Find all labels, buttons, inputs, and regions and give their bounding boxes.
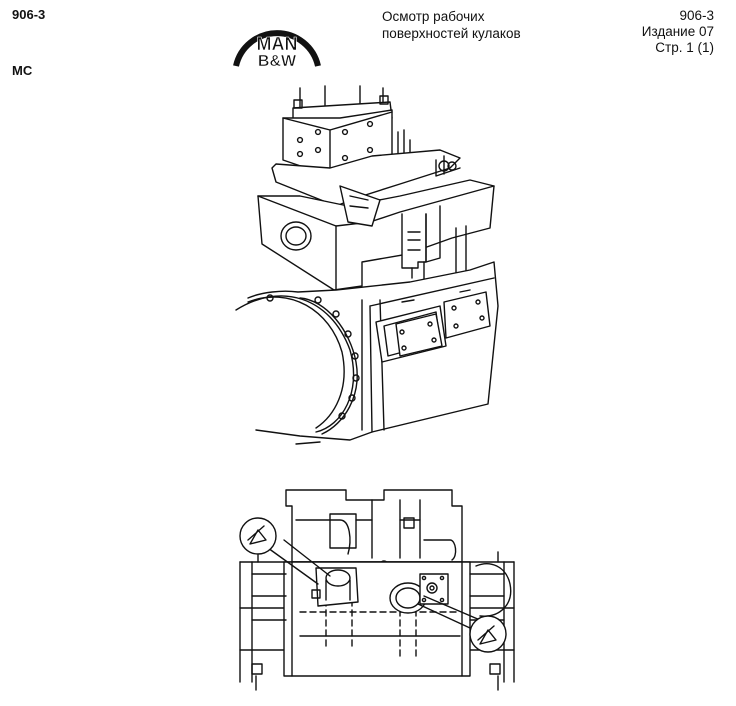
logo-line1: MAN bbox=[257, 34, 298, 54]
engine-type: MC bbox=[12, 63, 33, 78]
document-title: Осмотр рабочих поверхностей кулаков bbox=[382, 8, 521, 42]
front-section-view bbox=[239, 489, 515, 691]
page-number: Стр. 1 (1) bbox=[655, 40, 714, 55]
edition: Издание 07 bbox=[641, 24, 714, 39]
man-bw-logo: MAN B&W bbox=[233, 30, 321, 70]
title-line-2: поверхностей кулаков bbox=[382, 26, 521, 41]
ref-code: 906-3 bbox=[679, 8, 714, 23]
title-line-1: Осмотр рабочих bbox=[382, 9, 485, 24]
isometric-pump-view bbox=[235, 85, 499, 445]
document-meta: 906-3 Издание 07 Стр. 1 (1) bbox=[642, 8, 714, 56]
logo-line2: B&W bbox=[258, 53, 297, 70]
doc-code: 906-3 bbox=[12, 7, 46, 22]
